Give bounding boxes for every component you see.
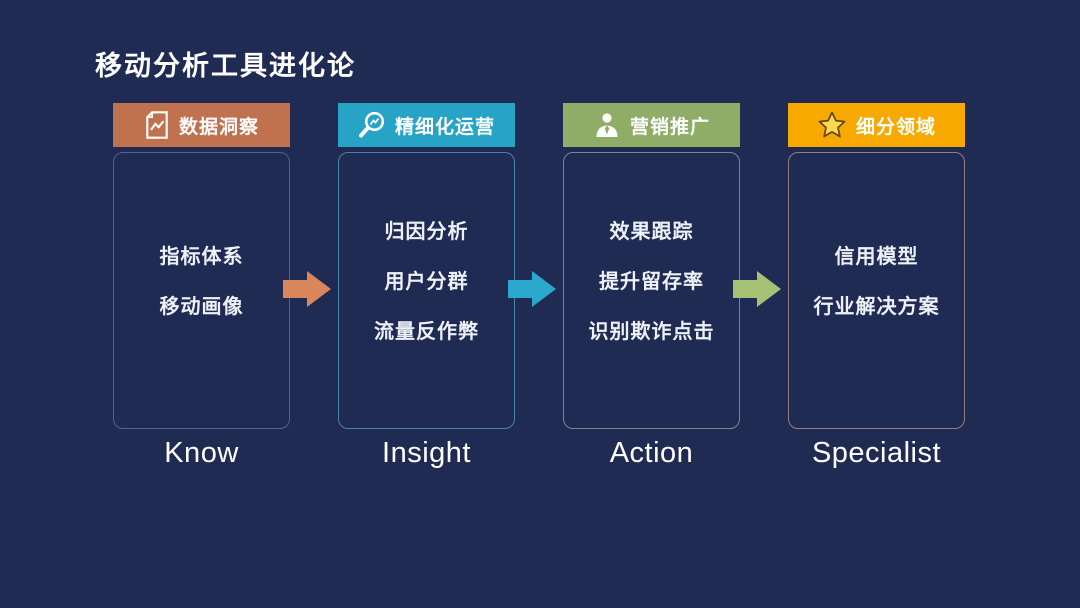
magnifier-trend-icon (358, 111, 386, 139)
stage-column-insight: 精细化运营 归因分析 用户分群 流量反作弊 Insight (338, 103, 515, 470)
stage-item: 行业解决方案 (813, 296, 940, 318)
stage-item: 用户分群 (384, 271, 469, 293)
stage-item: 归因分析 (384, 221, 469, 243)
businessman-icon (593, 111, 621, 139)
right-arrow-icon (508, 267, 556, 311)
stage-column-specialist: 细分领域 信用模型 行业解决方案 Specialist (788, 103, 965, 470)
stage-item: 识别欺诈点击 (588, 321, 715, 343)
stage-item: 流量反作弊 (374, 321, 479, 343)
stage-header-label: 精细化运营 (394, 116, 495, 138)
stage-column-know: 数据洞察 指标体系 移动画像 Know (113, 103, 290, 470)
right-arrow-icon (283, 267, 331, 311)
stage-name-label: Action (609, 437, 694, 469)
page-title: 移动分析工具进化论 (95, 51, 356, 81)
stage-name-label: Insight (382, 437, 471, 469)
stage-column-action: 营销推广 效果跟踪 提升留存率 识别欺诈点击 Action (563, 103, 740, 470)
stage-item: 效果跟踪 (609, 221, 694, 243)
stage-header: 数据洞察 (113, 103, 290, 147)
stage-name-label: Know (164, 437, 239, 469)
stage-items-panel: 效果跟踪 提升留存率 识别欺诈点击 (563, 152, 740, 429)
stage-name-label: Specialist (811, 437, 942, 469)
star-icon (817, 110, 847, 140)
stage-header: 细分领域 (788, 103, 965, 147)
stage-items-panel: 归因分析 用户分群 流量反作弊 (338, 152, 515, 429)
stage-item: 指标体系 (159, 246, 244, 268)
stage-header-label: 数据洞察 (178, 116, 259, 138)
stage-header-label: 营销推广 (629, 116, 710, 138)
right-arrow-icon (733, 267, 781, 311)
stage-item: 提升留存率 (599, 271, 704, 293)
report-chart-icon (144, 111, 170, 139)
stage-header: 营销推广 (563, 103, 740, 147)
stage-items-panel: 信用模型 行业解决方案 (788, 152, 965, 429)
stage-header-label: 细分领域 (855, 116, 936, 138)
stage-item: 信用模型 (834, 246, 919, 268)
stage-header: 精细化运营 (338, 103, 515, 147)
stage-item: 移动画像 (159, 296, 244, 318)
stage-items-panel: 指标体系 移动画像 (113, 152, 290, 429)
